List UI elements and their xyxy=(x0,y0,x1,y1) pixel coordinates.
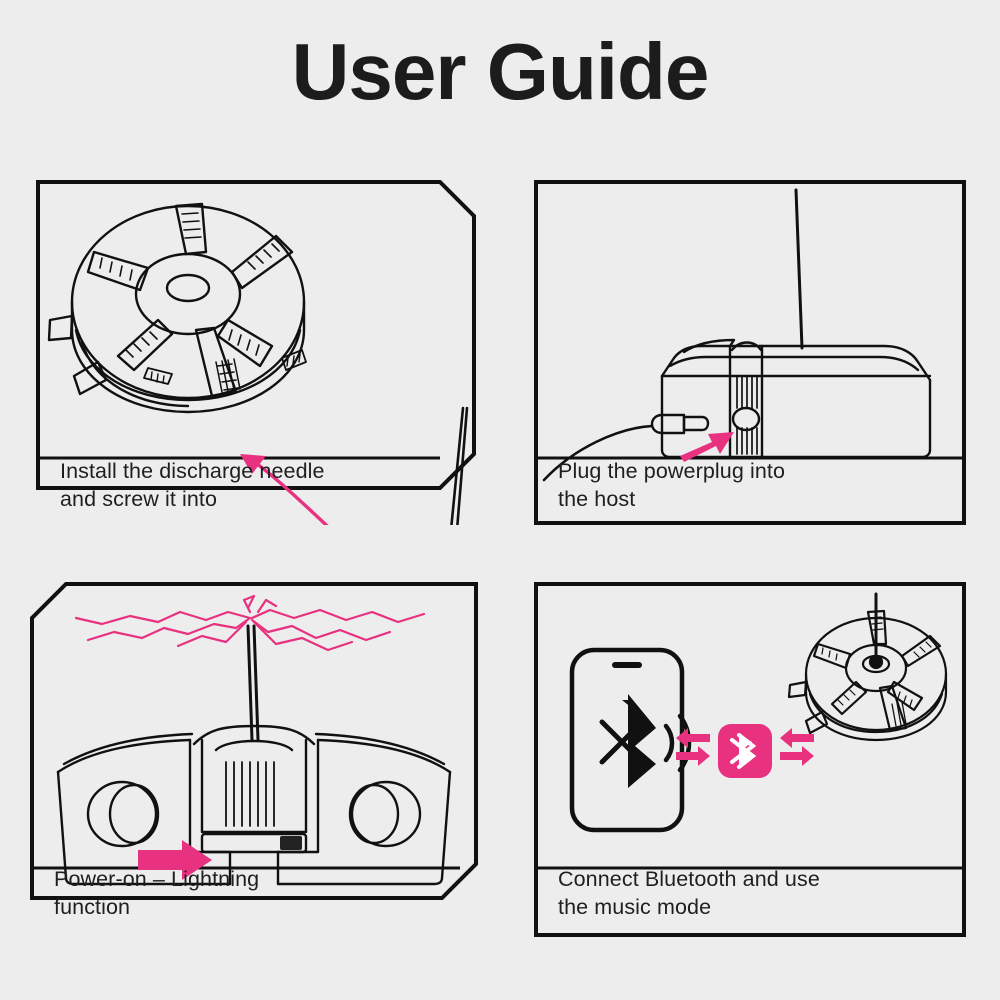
arrow-head-install xyxy=(240,454,266,474)
bluetooth-badge xyxy=(718,724,772,778)
step-card-1: Install the discharge needle and screw i… xyxy=(36,180,476,525)
step-card-4: Connect Bluetooth and use the music mode xyxy=(534,582,966,937)
arrow-plug-in xyxy=(680,432,734,462)
step-1-caption: Install the discharge needle and screw i… xyxy=(60,459,325,511)
step-card-4-border xyxy=(534,582,966,937)
exchange-arrows-left xyxy=(676,728,710,766)
illustration-lightning-function xyxy=(56,594,452,886)
exchange-arrows-right xyxy=(780,728,814,766)
step-3-caption: Power-on – Lightning function xyxy=(54,867,260,919)
arrow-power-on xyxy=(138,840,212,880)
illustration-discharge-needle xyxy=(47,202,469,525)
smartphone-icon xyxy=(569,647,692,833)
illustration-bluetooth-pairing xyxy=(569,592,948,833)
step-card-1-border xyxy=(36,180,476,490)
plasma-device-small xyxy=(787,592,948,742)
step-card-3: Power-on – Lightning function xyxy=(30,582,478,937)
page-title: User Guide xyxy=(291,27,710,116)
step-card-3-border xyxy=(30,582,478,900)
lightning-arcs xyxy=(74,594,426,652)
step-2-caption: Plug the powerplug into the host xyxy=(558,459,786,511)
illustration-power-plug xyxy=(542,188,932,482)
step-card-2: Plug the powerplug into the host xyxy=(534,180,966,525)
step-4-caption: Connect Bluetooth and use the music mode xyxy=(558,867,820,919)
